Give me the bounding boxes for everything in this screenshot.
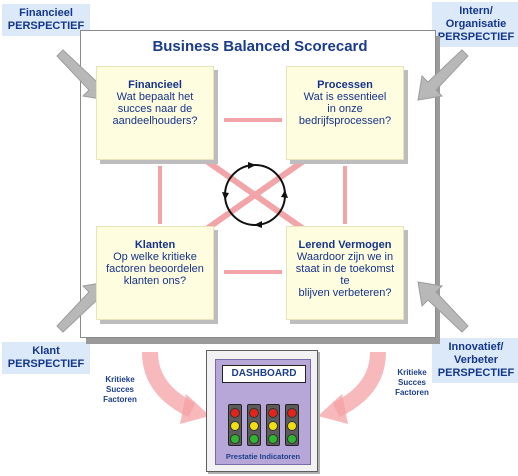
quadrant-lerend-vermogen: Lerend Vermogen Waardoor zijn we in staa…: [286, 226, 404, 320]
traffic-light-icon: [266, 404, 280, 446]
yellow-lamp: [230, 421, 240, 431]
intern-perspective-label: Intern/ Organisatie PERSPECTIEF: [432, 2, 518, 47]
perspective-line: Intern/: [459, 5, 493, 17]
yellow-lamp: [287, 421, 297, 431]
klant-perspective-label: Klant PERSPECTIEF: [2, 342, 90, 374]
quadrant-processen: Processen Wat is essentieel in onze bedr…: [286, 66, 404, 160]
green-lamp: [268, 434, 278, 444]
green-lamp: [287, 434, 297, 444]
diagram-title: Business Balanced Scorecard: [152, 38, 368, 55]
dashboard-panel: DASHBOARD Prestatie Indicatoren: [206, 350, 318, 472]
perspective-line: PERSPECTIEF: [7, 20, 85, 32]
dashboard-screen: DASHBOARD Prestatie Indicatoren: [215, 359, 311, 465]
red-lamp: [230, 408, 240, 418]
quadrant-title: Financieel: [128, 79, 182, 91]
grey-diagonal-arrow-icon: [417, 49, 469, 101]
pink-curved-arrow-icon: [142, 351, 210, 424]
perspective-line: PERSPECTIEF: [437, 367, 515, 379]
cycle-arrows-icon: [196, 152, 314, 238]
connector-left: [158, 166, 162, 224]
quadrant-title: Processen: [317, 79, 373, 91]
frame-shadow: [432, 36, 440, 338]
perspective-line: PERSPECTIEF: [437, 31, 515, 43]
yellow-lamp: [268, 421, 278, 431]
financieel-perspective-label: Financieel PERSPECTIEF: [2, 4, 90, 36]
perspective-line: Innovatief/: [448, 341, 504, 353]
grey-diagonal-arrow-icon: [417, 281, 469, 333]
traffic-light-icon: [247, 404, 261, 446]
red-lamp: [249, 408, 259, 418]
traffic-light-icon: [228, 404, 242, 446]
kritieke-succes-factoren-right: Kritieke Succes Factoren: [395, 368, 429, 397]
quadrant-title: Lerend Vermogen: [298, 239, 392, 251]
quadrant-text: Wat bepaalt het succes naar de aandeelho…: [112, 91, 198, 127]
connector-top: [224, 118, 282, 122]
green-lamp: [249, 434, 259, 444]
pink-curved-arrow-icon: [318, 351, 386, 424]
quadrant-financieel: Financieel Wat bepaalt het succes naar d…: [96, 66, 214, 160]
perspective-line: PERSPECTIEF: [7, 358, 85, 370]
perspective-line: Verbeter: [453, 354, 499, 366]
yellow-lamp: [249, 421, 259, 431]
red-lamp: [268, 408, 278, 418]
kritieke-succes-factoren-left: Kritieke Succes Factoren: [103, 375, 137, 404]
quadrant-title: Klanten: [134, 239, 176, 251]
dashboard-label: Prestatie Indicatoren: [225, 452, 301, 461]
perspective-line: Organisatie: [445, 18, 507, 30]
quadrant-klanten: Klanten Op welke kritieke factoren beoor…: [96, 226, 214, 320]
quadrant-text: Waardoor zijn we in staat in de toekomst…: [295, 251, 395, 299]
connector-right: [343, 166, 347, 224]
dashboard-title: DASHBOARD: [222, 365, 306, 383]
green-lamp: [230, 434, 240, 444]
perspective-line: Klant: [32, 345, 60, 357]
perspective-line: Financieel: [19, 7, 73, 19]
frame-shadow: [86, 336, 440, 344]
quadrant-text: Wat is essentieel in onze bedrijfsproces…: [298, 91, 392, 127]
innovatief-perspective-label: Innovatief/ Verbeter PERSPECTIEF: [432, 338, 518, 383]
connector-bottom: [224, 270, 282, 274]
quadrant-text: Op welke kritieke factoren beoordelen kl…: [106, 251, 204, 287]
traffic-light-icon: [285, 404, 299, 446]
red-lamp: [287, 408, 297, 418]
